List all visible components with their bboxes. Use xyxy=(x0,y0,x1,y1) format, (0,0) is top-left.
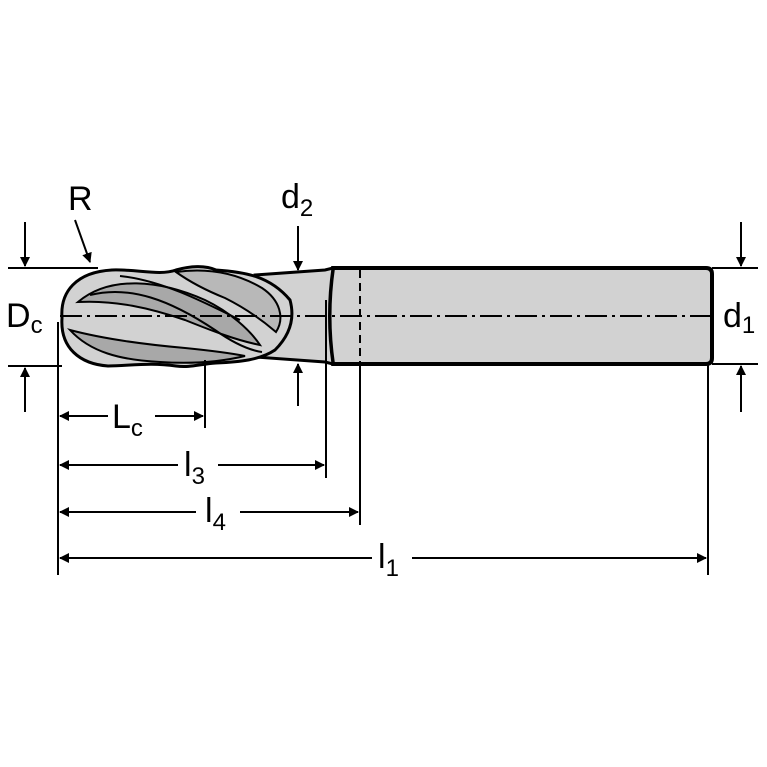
dimension-lines xyxy=(20,219,746,563)
helix-edge-2 xyxy=(119,275,241,321)
tool-body xyxy=(60,265,714,369)
r-leader xyxy=(74,219,92,263)
label-d2: d2 xyxy=(281,178,313,222)
extension-lines xyxy=(8,267,758,575)
flute-2 xyxy=(173,269,282,334)
label-r: R xyxy=(68,180,93,218)
helix-edge xyxy=(89,291,263,353)
label-l4: l4 xyxy=(205,492,226,536)
label-lc: Lc xyxy=(112,398,143,442)
flute-3 xyxy=(66,328,246,364)
dimension-labels: R d2 Dc d1 Lc l3 l4 l1 xyxy=(6,178,755,582)
label-dc: Dc xyxy=(6,297,43,339)
label-d1: d1 xyxy=(723,297,755,339)
label-l3: l3 xyxy=(184,446,205,490)
label-l1: l1 xyxy=(378,538,399,582)
